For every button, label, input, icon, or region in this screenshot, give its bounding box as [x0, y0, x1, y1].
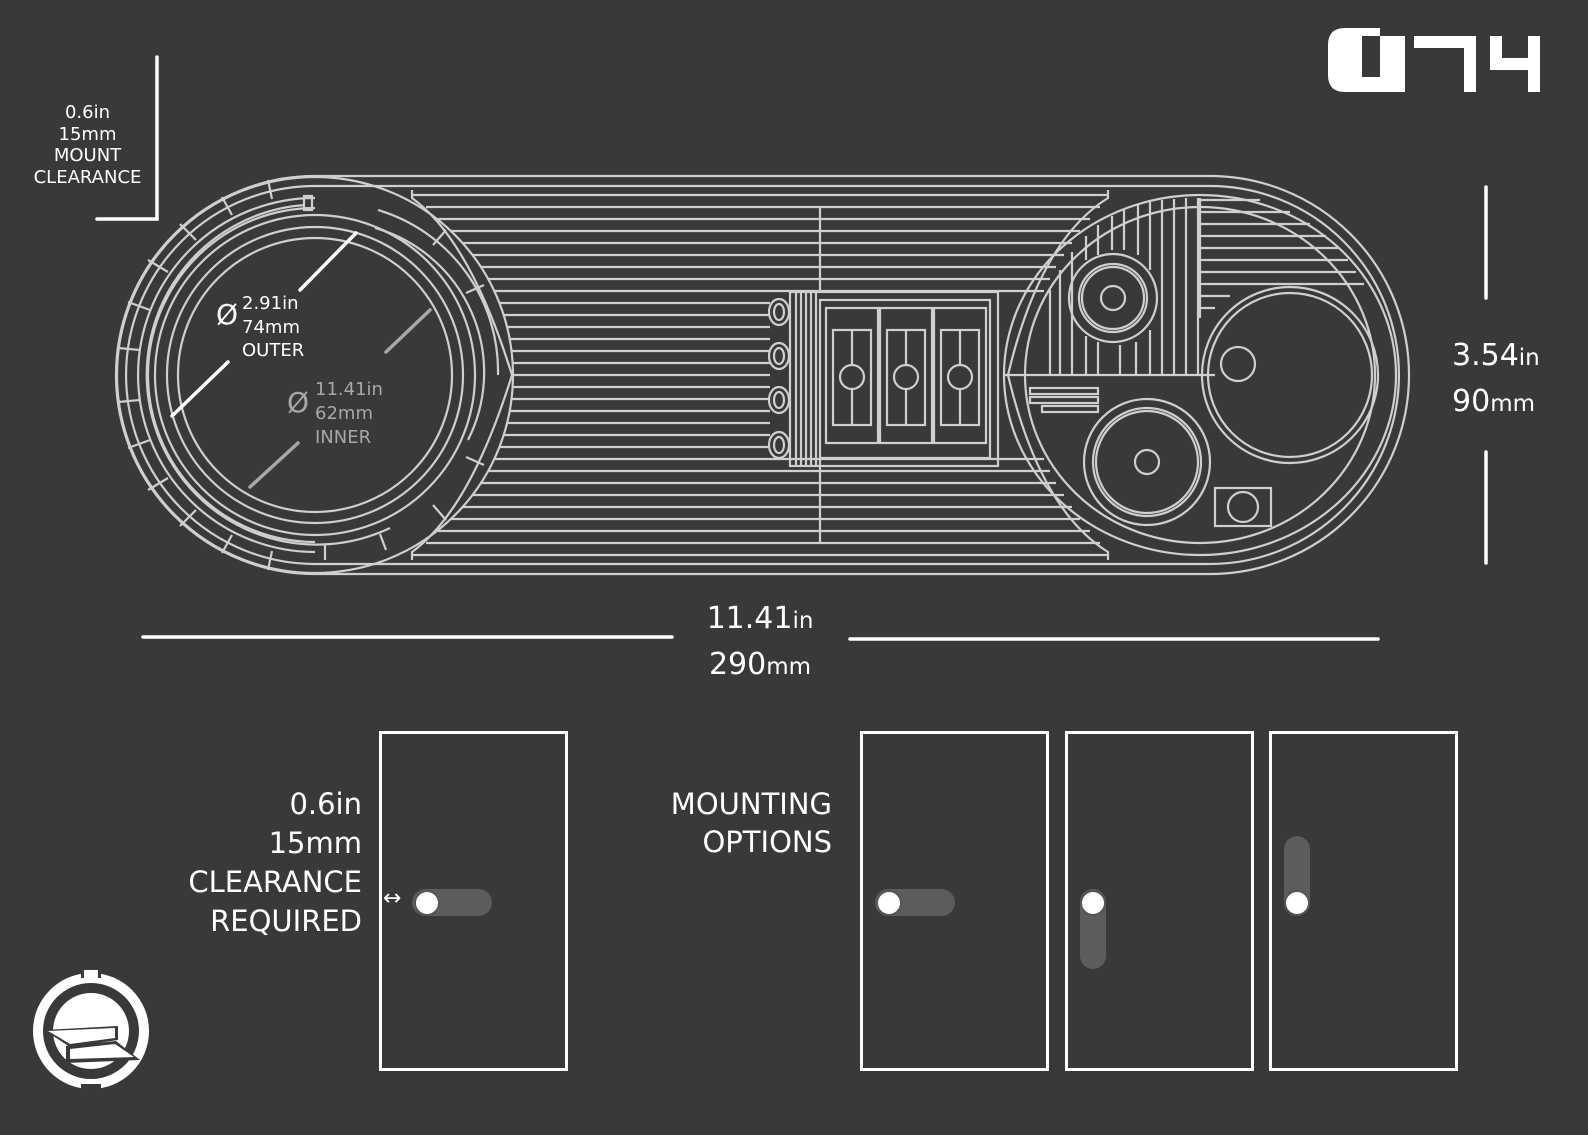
- mounting-option-1: [860, 731, 1049, 1071]
- diameter-icon: Ø: [216, 298, 239, 331]
- mounting-option-3: [1269, 731, 1458, 1071]
- mount-clearance-label: 0.6in 15mm MOUNT CLEARANCE: [33, 102, 142, 188]
- clearance-arrow-icon: ↔: [383, 886, 402, 911]
- mounting-option-2: [1065, 731, 1254, 1071]
- width-dimension-label: 11.41in 290mm: [706, 601, 814, 682]
- clearance-door-panel: ↔: [379, 731, 568, 1071]
- diameter-icon: Ø: [287, 386, 310, 419]
- mount-knob: [1286, 892, 1308, 914]
- mount-knob: [1082, 892, 1104, 914]
- right-module: [1002, 193, 1398, 557]
- left-ring: [115, 175, 515, 575]
- height-dimension-label: 3.54in 90mm: [1452, 338, 1540, 419]
- mount-knob: [878, 892, 900, 914]
- clearance-required-label: 0.6in 15mm CLEARANCE REQUIRED: [188, 787, 362, 938]
- mount-knob: [416, 892, 438, 914]
- mounting-options-label: MOUNTING OPTIONS: [670, 787, 832, 859]
- center-module: [767, 290, 1000, 468]
